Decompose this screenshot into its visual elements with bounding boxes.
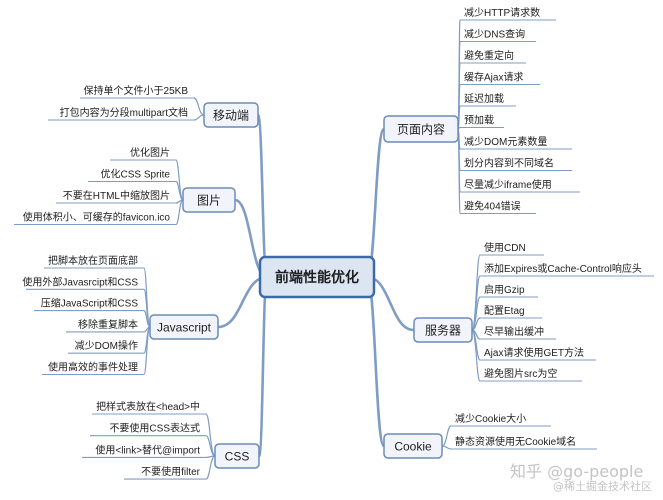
branch-page-box xyxy=(383,115,459,143)
leaf-server-1: 添加Expires或Cache-Control响应头 xyxy=(484,262,642,275)
trunk-page xyxy=(365,127,386,279)
branch-css-label: CSS xyxy=(225,450,250,464)
leaf-js-4: 减少DOM操作 xyxy=(75,339,138,352)
mind-map-nodes: 前端性能优化 页面内容 减少HTTP请求数减少DNS查询避免重定向缓存Ajax请求… xyxy=(22,6,641,478)
leaf-js-5: 使用高效的事件处理 xyxy=(48,361,138,374)
connector-server-1 xyxy=(471,275,481,331)
leaf-css-0: 把样式表放在<head>中 xyxy=(96,400,200,413)
leaf-js-0: 把脚本放在页面底部 xyxy=(48,254,138,267)
trunk-cookie xyxy=(365,275,386,448)
leaf-server-4: 尽早输出缓冲 xyxy=(484,325,544,338)
leaf-mobile-0: 保持单个文件小于25KB xyxy=(84,84,189,97)
connector-server-6 xyxy=(471,329,481,382)
branch-server-label: 服务器 xyxy=(425,323,461,338)
leaf-page-6: 减少DOM元素数量 xyxy=(464,135,547,148)
central-topic: 前端性能优化 xyxy=(258,255,376,299)
leaf-server-0: 使用CDN xyxy=(484,241,526,254)
connector-mobile-1 xyxy=(193,114,205,121)
trunk-css xyxy=(257,275,269,458)
leaf-js-3: 移除重复脚本 xyxy=(78,318,138,331)
leaf-cookie-1: 静态资源使用无Cookie域名 xyxy=(455,435,576,448)
leaf-cookie-0: 减少Cookie大小 xyxy=(455,412,526,425)
branch-image: 图片 xyxy=(182,187,236,213)
connector-css-0 xyxy=(205,413,216,457)
branch-image-label: 图片 xyxy=(197,194,221,208)
leaf-image-2: 不要在HTML中缩放图片 xyxy=(63,189,170,202)
connector-css-3 xyxy=(205,455,216,480)
connector-mobile-0 xyxy=(193,97,205,116)
trunk-mobile xyxy=(256,113,269,279)
central-topic-box xyxy=(258,255,376,299)
leaf-page-9: 避免404错误 xyxy=(464,200,521,213)
branch-js: Javascript xyxy=(149,314,219,340)
connector-css-1 xyxy=(205,435,216,457)
connector-cookie-1 xyxy=(441,445,452,450)
leaf-js-2: 压缩JavaScript和CSS xyxy=(41,297,139,310)
branch-css-box xyxy=(214,443,260,469)
leaf-page-4: 延迟加载 xyxy=(464,92,504,105)
branch-js-box xyxy=(149,314,219,340)
leaf-css-3: 不要使用filter xyxy=(141,465,201,478)
leaf-page-5: 预加载 xyxy=(464,115,494,127)
leaf-server-2: 启用Gzip xyxy=(484,283,525,296)
connector-cookie-0 xyxy=(441,425,452,447)
leaf-js-1: 使用外部Javasrcipt和CSS xyxy=(22,275,138,288)
leaf-image-0: 优化图片 xyxy=(130,146,170,159)
branch-mobile: 移动端 xyxy=(203,102,259,128)
connector-image-3 xyxy=(175,199,184,226)
leaf-page-7: 划分内容到不同域名 xyxy=(464,157,554,170)
leaf-image-1: 优化CSS Sprite xyxy=(101,168,171,181)
branch-page: 页面内容 xyxy=(383,115,459,143)
leaf-image-3: 使用体积小、可缓存的favicon.ico xyxy=(23,211,171,224)
leaf-server-6: 避免图片src为空 xyxy=(484,367,557,380)
leaf-page-2: 避免重定向 xyxy=(464,49,514,62)
watermark-main: 知乎 @go-people xyxy=(510,462,644,481)
leaf-page-8: 尽量减少iframe使用 xyxy=(464,178,552,191)
branch-image-box xyxy=(182,187,236,213)
leaf-server-3: 配置Etag xyxy=(484,305,525,317)
branch-cookie-box xyxy=(383,433,443,459)
leaf-page-0: 减少HTTP请求数 xyxy=(464,6,540,19)
branch-cookie: Cookie xyxy=(383,433,443,459)
watermark-sub: @稀土掘金技术社区 xyxy=(553,480,652,493)
leaf-css-2: 使用<link>替代@import xyxy=(95,443,200,456)
leaf-mobile-1: 打包内容为分段multipart文档 xyxy=(60,106,188,119)
branch-cookie-label: Cookie xyxy=(394,440,432,454)
branch-server-box xyxy=(413,317,473,343)
branch-mobile-box xyxy=(203,102,259,128)
branch-js-label: Javascript xyxy=(157,321,212,335)
leaf-css-1: 不要使用CSS表达式 xyxy=(109,422,200,435)
leaf-page-1: 减少DNS查询 xyxy=(464,28,525,41)
branch-server: 服务器 xyxy=(413,317,473,343)
branch-mobile-label: 移动端 xyxy=(213,109,249,123)
leaf-server-5: Ajax请求使用GET方法 xyxy=(484,346,584,359)
branch-page-label: 页面内容 xyxy=(397,122,445,137)
central-topic-label: 前端性能优化 xyxy=(275,269,359,285)
branch-css: CSS xyxy=(214,443,260,469)
leaf-page-3: 缓存Ajax请求 xyxy=(464,71,523,84)
